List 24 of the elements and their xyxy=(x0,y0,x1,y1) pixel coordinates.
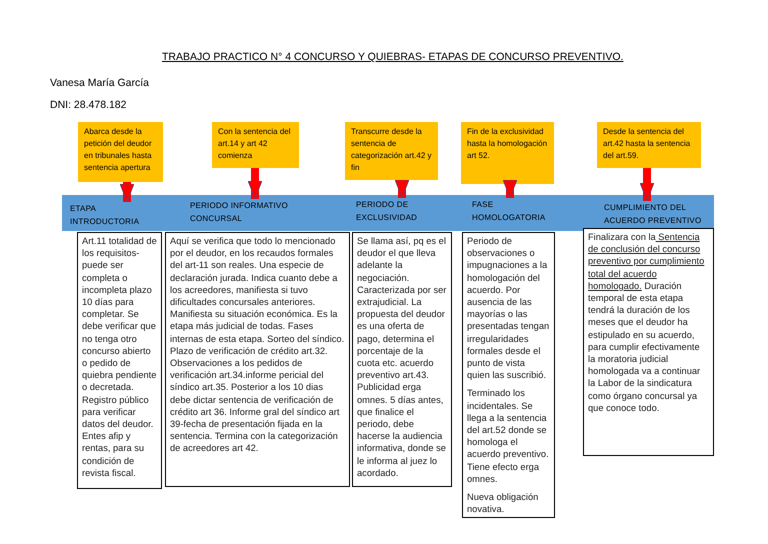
note-box: Transcurre desde la sentencia de categorización art.42 y fin xyxy=(345,122,438,180)
stage-label: PERIODO DE EXCLUSIVIDAD xyxy=(356,198,446,226)
title: TRABAJO PRACTICO N° 4 CONCURSO Y QUIEBRAS- ETAPAS DE CONCURSO PREVENTIVO. xyxy=(162,50,622,65)
note-box: Abarca desde la petición del deudor en tribunales hasta sentencia apertura xyxy=(78,122,163,182)
arrow xyxy=(120,182,134,202)
description-box: Finalizara con la Sentencia de conclusión del concurso preventivo por cumplimiento total del acuerdo homologado. Duración temporal de esta etapa tendrá la duración de los meses que el deudor ha estipulado en su acuerdo, para cumplir efectivamente la moratoria judicial homologada va a continuar la Labor de la sindicatura como órgano concursal ya que conoce todo. xyxy=(583,228,714,456)
author-text: Vanesa María García xyxy=(50,76,150,91)
stage-label: PERIODO INFORMATIVO CONCURSAL xyxy=(190,199,310,225)
note-box: Fin de la exclusividad hasta la homologación art 52. xyxy=(461,122,554,184)
stage-label: CUMPLIMIENTO DEL ACUERDO PREVENTIVO xyxy=(604,201,710,229)
description-box: Se llama así, pq es el deudor el que lleva adelante la negociación. Caracterizada por ser extrajudicial. La propuesta del deudor es una oferta de pago, determina el porcentaje de la cuota etc. acuerdo preventivo art.43. Publicidad erga omnes. 5 días antes, que finalice el periodo, debe hacerse la audiencia informativa, donde se le informa al juez lo acordado. xyxy=(352,232,452,487)
stage-label: ETAPA INTRODUCTORIA xyxy=(70,202,160,228)
note-box: Con la sentencia del art.14 y art 42 comienza xyxy=(212,122,299,168)
arrow xyxy=(394,180,410,198)
description-box: Art.11 totalidad de los requisitos- puede ser completa o incompleta plazo 10 días para completar. Se debe verificar que no tenga otro concurso abierto o pedido de quiebra pendiente o decretada. Registro público para verificar datos del deudor. Entes afip y rentas, para su condición de revista fiscal. xyxy=(77,232,162,489)
arrow xyxy=(640,168,654,202)
stage-band xyxy=(62,195,714,231)
description-box: Periodo de observaciones o impugnaciones a la homologación del acuerdo. Por ausencia de las mayorías o las presentadas tengan irregularidades formales desde el punto de vista quien las suscribió. Terminado los incidentales. Se llega a la sentencia del art.52 donde se homologa el acuerdo preventivo. Tiene efecto erga omnes. Nueva obligación novativa. xyxy=(462,232,555,518)
description-box: Aquí se verifica que todo lo mencionado por el deudor, en los recaudos formales del art-11 son reales. Una especie de declaración jurada. Indica cuanto debe a los acreedores, manifiesta si tuvo dificultades concursales anteriores. Manifiesta su situación económica. Es la etapa más judicial de todas. Fases internas de esta etapa. Sorteo del síndico. Plazo de verificación de crédito art.32. Observaciones a los pedidos de verificación art.34.informe pericial del síndico art.35. Posterior a los 10 dias debe dictar sentencia de verificación de crédito art 36. Informe gral del síndico art 39-fecha de presentación fijada en la sentencia. Termina con la categorización de acreedores art 42. xyxy=(165,232,350,487)
arrow xyxy=(248,168,262,200)
stage-label: FASE HOMOLOGATORIA xyxy=(472,198,562,226)
note-box: Desde la sentencia del art.42 hasta la sentencia del art.59. xyxy=(597,122,701,168)
arrow xyxy=(502,180,518,198)
author-text: DNI: 28.478.182 xyxy=(50,98,126,113)
